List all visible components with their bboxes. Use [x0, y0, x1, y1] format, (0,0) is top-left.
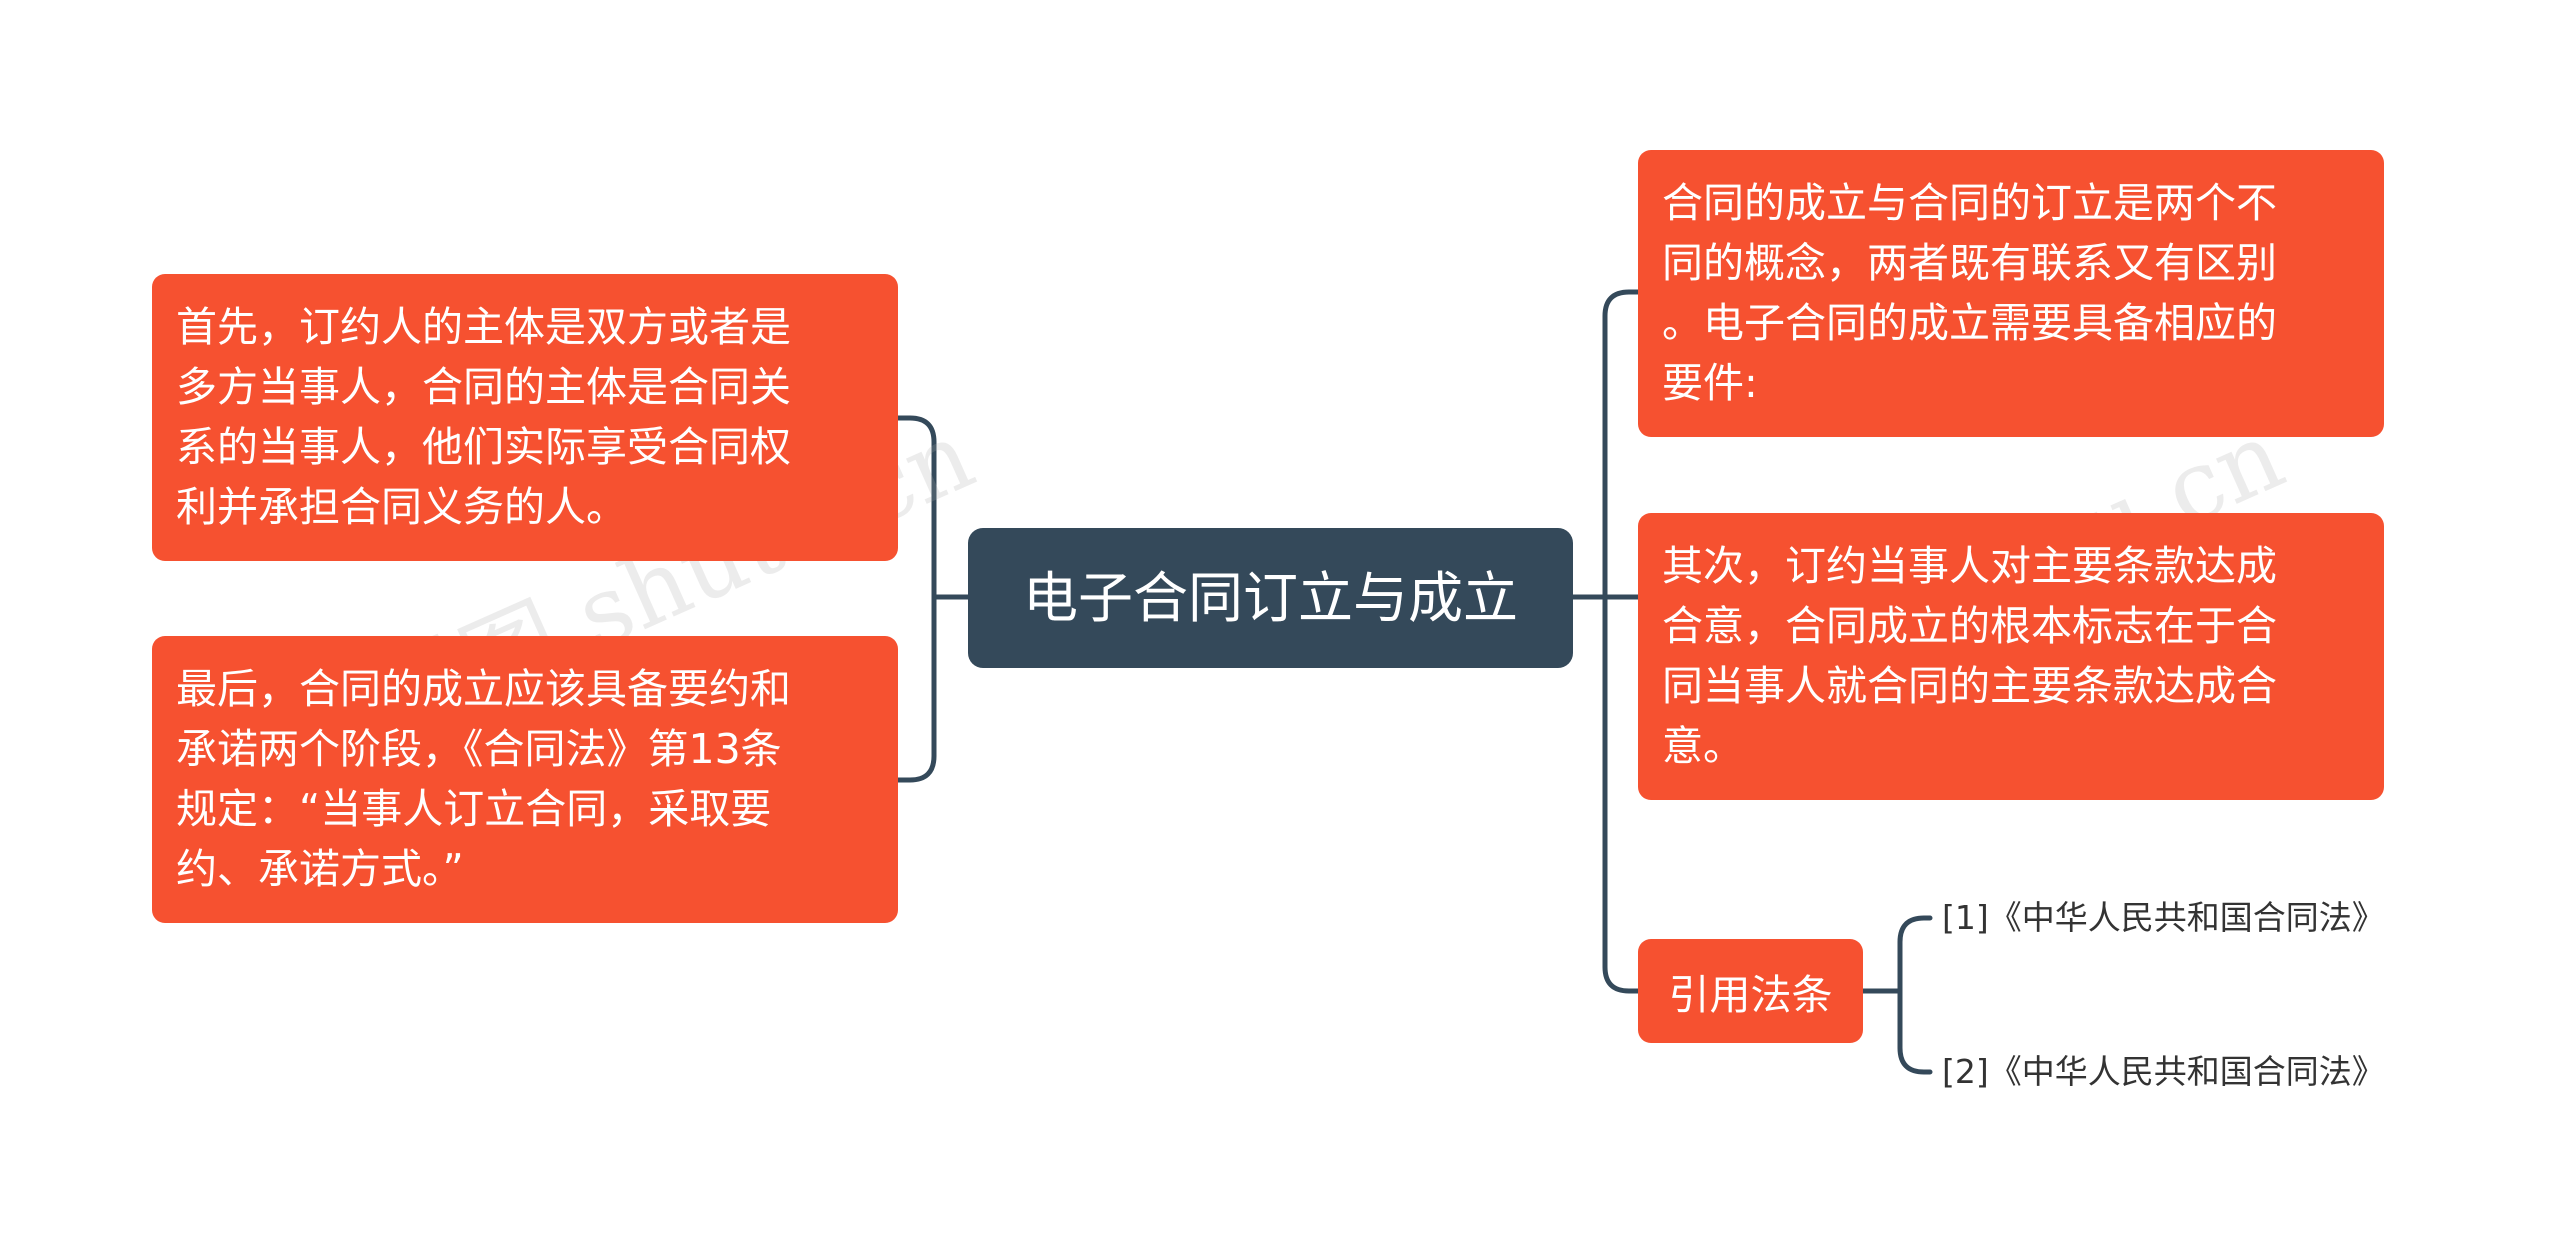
connector-right-1 [1602, 289, 1641, 600]
connector-left-1 [895, 415, 937, 600]
topic-line: 要件: [1662, 359, 1758, 407]
connector-right-3 [1602, 594, 1641, 994]
topic-line: 合意，合同成立的根本标志在于合 [1662, 602, 2277, 650]
topic-line: 多方当事人，合同的主体是合同关 [176, 363, 791, 411]
topic-line: 最后，合同的成立应该具备要约和 [176, 665, 791, 713]
cited-law-node[interactable]: 引用法条 [1638, 939, 1863, 1043]
cited-law-label: 引用法条 [1668, 971, 1833, 1019]
reference-item-1[interactable]: [1]《中华人民共和国合同法》 [1942, 898, 2385, 937]
left-topic-node-2[interactable]: 最后，合同的成立应该具备要约和 承诺两个阶段，《合同法》第13条 规定：“当事人… [152, 636, 898, 923]
topic-line: 规定：“当事人订立合同，采取要 [176, 785, 772, 833]
topic-line: 合同的成立与合同的订立是两个不 [1662, 179, 2277, 227]
topic-line: 系的当事人，他们实际享受合同权 [176, 423, 791, 471]
topic-line: 首先，订约人的主体是双方或者是 [176, 303, 791, 351]
reference-item-2[interactable]: [2]《中华人民共和国合同法》 [1942, 1052, 2385, 1091]
topic-line: 同的概念，两者既有联系又有区别 [1662, 239, 2277, 287]
topic-line: 意。 [1662, 722, 1744, 770]
center-topic-node[interactable]: 电子合同订立与成立 [968, 528, 1573, 668]
topic-line: 利并承担合同义务的人。 [176, 483, 627, 531]
right-topic-node-2[interactable]: 其次，订约当事人对主要条款达成 合意，合同成立的根本标志在于合 同当事人就合同的… [1638, 513, 2384, 800]
topic-line: 其次，订约当事人对主要条款达成 [1662, 542, 2277, 590]
topic-line: 承诺两个阶段，《合同法》第13条 [176, 725, 782, 773]
topic-line: 。电子合同的成立需要具备相应的 [1662, 299, 2277, 347]
connector-ref-1 [1897, 915, 1933, 994]
connector-ref-2 [1897, 988, 1933, 1075]
left-topic-node-1[interactable]: 首先，订约人的主体是双方或者是 多方当事人，合同的主体是合同关 系的当事人，他们… [152, 274, 898, 561]
center-topic-label: 电子合同订立与成立 [1022, 566, 1518, 630]
topic-line: 同当事人就合同的主要条款达成合 [1662, 662, 2277, 710]
connector-left-2 [895, 594, 937, 783]
right-topic-node-1[interactable]: 合同的成立与合同的订立是两个不 同的概念，两者既有联系又有区别 。电子合同的成立… [1638, 150, 2384, 437]
topic-line: 约、承诺方式。” [176, 845, 464, 893]
